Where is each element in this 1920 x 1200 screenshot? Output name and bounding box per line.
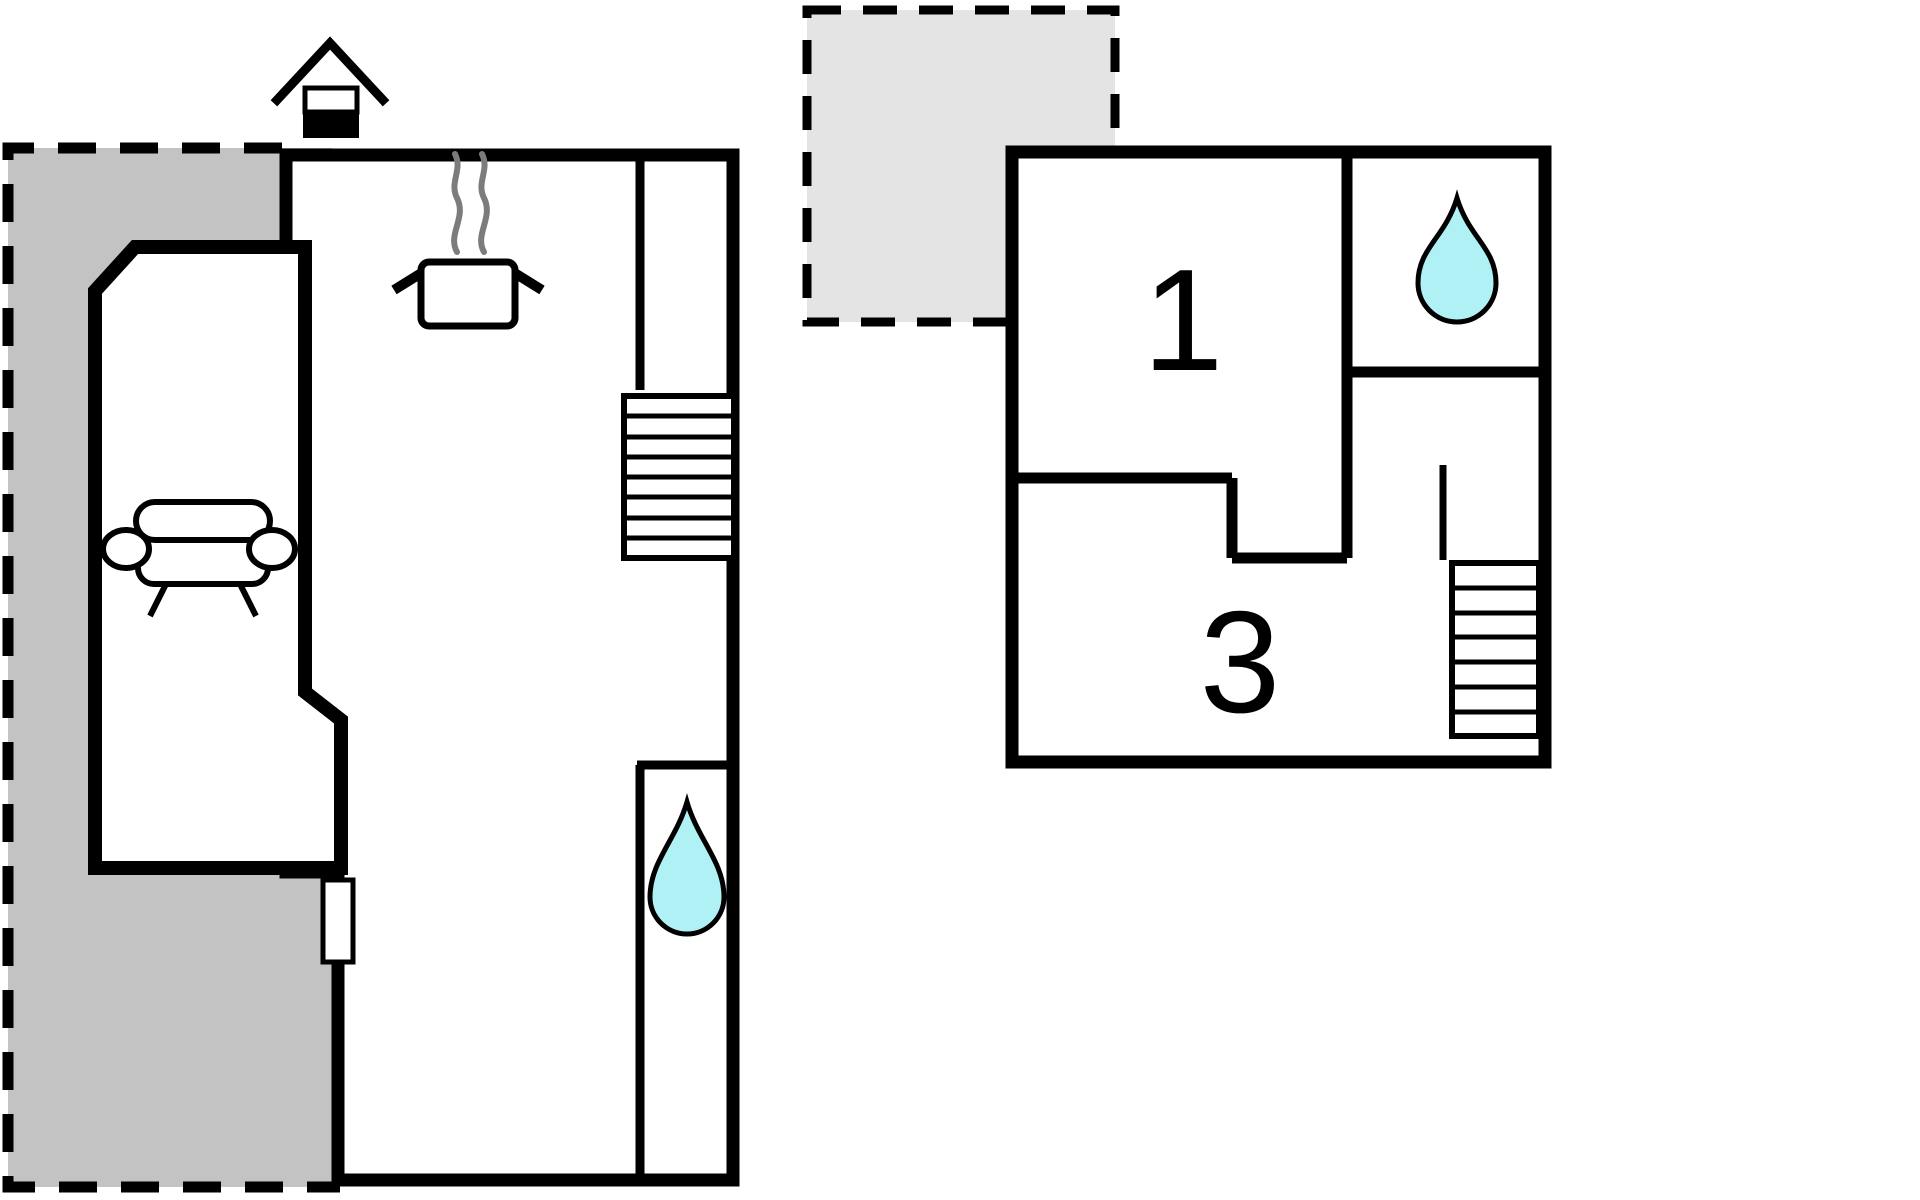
stairs-icon [621,393,737,561]
sofa-armrest-right [246,527,298,571]
water-drop-icon [647,793,727,937]
water-drop-icon [1415,189,1499,325]
chimney-roof [270,36,390,107]
chimney-box-top [302,85,360,115]
sofa-leg [237,582,259,618]
room-label-3: 3 [1200,581,1281,743]
sofa-leg [147,582,169,618]
chimney-icon [270,36,390,138]
ground-floor-plan [2,36,740,1193]
chimney-box-bottom [303,110,359,138]
door-icon [320,877,356,965]
upper-floor-plan: 1 3 [802,5,1552,769]
stairs-outline [1449,560,1542,739]
sofa-icon [100,499,298,618]
stairs-icon [1449,560,1542,739]
pot-body [417,258,519,330]
sofa-back [133,499,273,543]
stove-pot-icon [391,258,545,330]
terrace-dashed-border [2,142,340,1193]
steam-icon [451,151,490,255]
room-label-1: 1 [1143,239,1224,401]
steam-line [478,151,490,255]
steam-line [451,151,463,255]
sofa-armrest-left [100,527,152,571]
